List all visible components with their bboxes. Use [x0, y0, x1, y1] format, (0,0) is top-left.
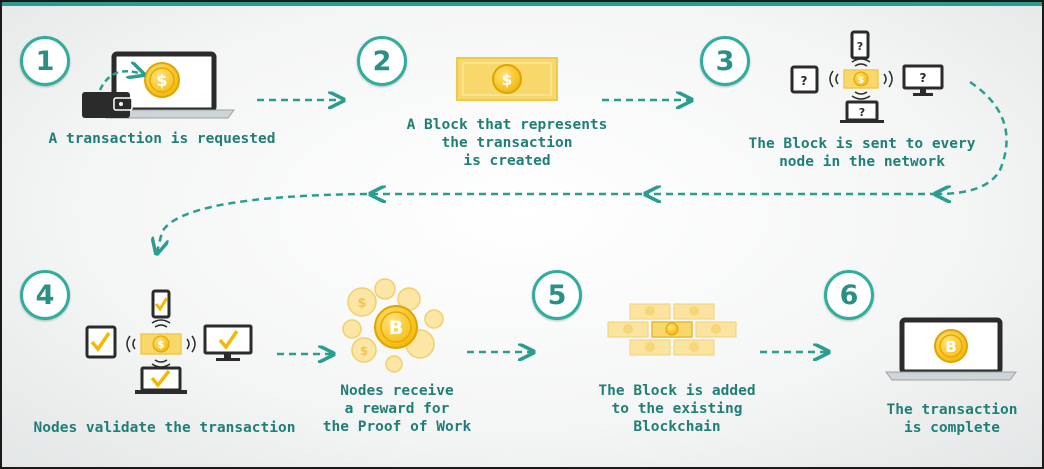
- complete-caption-line: is complete: [903, 420, 1001, 436]
- laptop-unknown-icon: ?: [840, 100, 884, 123]
- top-accent-bar: [2, 2, 1042, 6]
- signal-waves-icon: [126, 319, 196, 368]
- svg-text:?: ?: [801, 74, 808, 88]
- step-2-caption-line: is created: [463, 153, 551, 169]
- svg-text:?: ?: [857, 40, 863, 53]
- step-2-caption-line: A Block that represents: [406, 117, 608, 133]
- phone-unknown-icon: ?: [850, 30, 870, 60]
- step-4-badge: 4: [20, 270, 70, 320]
- step-5-badge: 5: [532, 270, 582, 320]
- svg-text:?: ?: [920, 71, 927, 85]
- complete-caption: The transaction is complete: [872, 401, 1032, 437]
- step-4-caption: Nodes validate the transaction: [32, 419, 297, 437]
- step-4-caption-line: Nodes validate the transaction: [33, 420, 296, 436]
- step-5-caption-line: Nodes receive: [340, 383, 454, 399]
- return-arrow-right: [937, 80, 1008, 194]
- svg-text:$: $: [158, 340, 165, 351]
- svg-text:$: $: [858, 76, 864, 86]
- svg-text:$: $: [360, 344, 368, 358]
- svg-text:$: $: [357, 296, 366, 311]
- monitor-check-icon: [203, 324, 253, 361]
- complete-caption-line: The transaction: [886, 402, 1018, 418]
- return-arrow-down: [157, 192, 368, 252]
- step-3-caption: The Block is sent to every node in the n…: [747, 135, 977, 171]
- step-1-badge: 1: [20, 36, 70, 86]
- monitor-unknown-icon: ?: [902, 64, 944, 96]
- laptop-complete-icon: B: [885, 317, 1017, 381]
- tablet-unknown-icon: ?: [790, 65, 819, 94]
- wallet-icon: [82, 92, 133, 118]
- phone-check-icon: [151, 289, 171, 319]
- svg-text:B: B: [945, 338, 956, 356]
- step-1-caption-line: A transaction is requested: [48, 131, 276, 147]
- step-3-caption-line: node in the network: [779, 154, 945, 170]
- signal-waves-icon: [829, 58, 893, 100]
- step-6-caption: The Block is added to the existing Block…: [587, 382, 767, 436]
- wallet-to-coin-arrow: [98, 71, 142, 91]
- svg-text:$: $: [502, 71, 512, 89]
- svg-text:B: B: [389, 317, 403, 339]
- laptop-check-icon: [135, 366, 187, 394]
- tablet-check-icon: [85, 325, 117, 359]
- step-6-caption-line: to the existing: [611, 401, 743, 417]
- step-5-caption: Nodes receive a reward for the Proof of …: [317, 382, 477, 436]
- step-2-caption: A Block that represents the transaction …: [397, 116, 617, 170]
- blockchain-icon: [607, 303, 737, 356]
- step-3-caption-line: The Block is sent to every: [748, 136, 976, 152]
- step-5-caption-line: a reward for: [344, 401, 450, 417]
- step-2-badge: 2: [357, 36, 407, 86]
- dollar-coin-icon: $: [144, 62, 180, 98]
- step-6-badge: 6: [824, 270, 874, 320]
- svg-text:?: ?: [859, 106, 865, 119]
- step-5-caption-line: the Proof of Work: [322, 419, 472, 435]
- block-note-icon: $: [843, 69, 879, 89]
- reward-coins-icon: $ $ B: [342, 278, 444, 373]
- step-6-caption-line: The Block is added: [598, 383, 756, 399]
- step-6-caption-line: Blockchain: [633, 419, 721, 435]
- svg-text:$: $: [156, 71, 167, 90]
- banknote-icon: $: [456, 57, 558, 101]
- step-2-caption-line: the transaction: [441, 135, 573, 151]
- block-note-icon: $: [140, 333, 182, 355]
- step-3-badge: 3: [700, 36, 750, 86]
- step-1-caption: A transaction is requested: [42, 130, 282, 148]
